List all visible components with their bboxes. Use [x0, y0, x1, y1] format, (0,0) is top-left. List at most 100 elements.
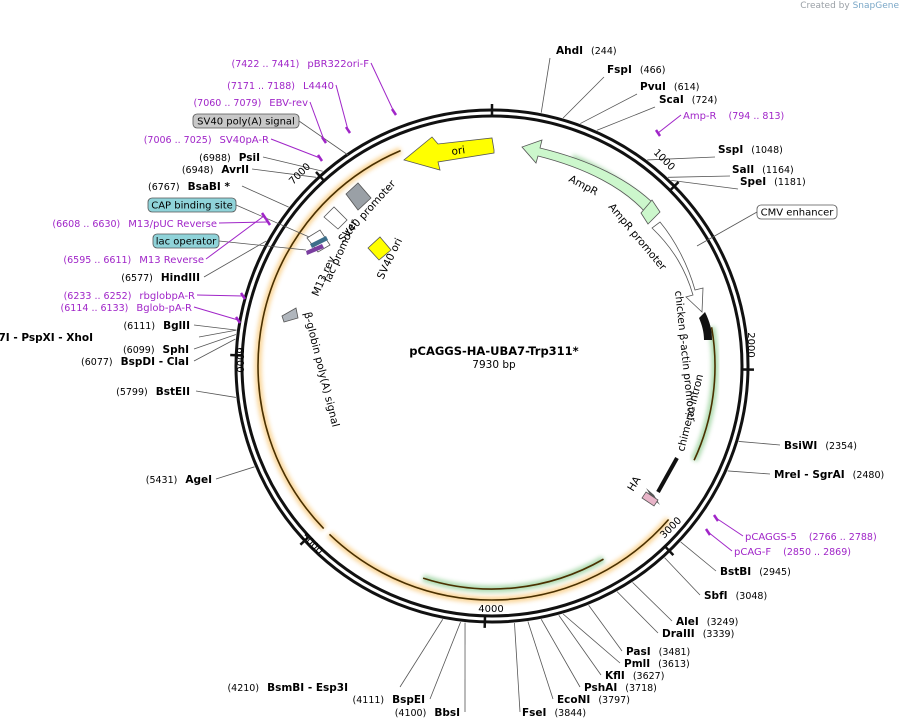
enzyme-label: ScaI(724) [659, 94, 717, 106]
enzyme-name: BsaBI * [188, 181, 231, 193]
enzyme-position: (3481) [659, 647, 691, 658]
enzyme-label: MreI - SgrAI(2480) [774, 469, 884, 481]
primer-mark [344, 126, 352, 134]
connector-line [218, 240, 307, 251]
enzyme-label: (6099)SphI [123, 344, 189, 356]
primer-mark [260, 212, 268, 220]
enzyme-name: AvrII [221, 164, 249, 176]
enzyme-position: (3613) [658, 659, 690, 670]
enzyme-position: (1181) [774, 177, 806, 188]
credit-prefix: Created by [800, 1, 850, 11]
enzyme-name: PshAI [584, 682, 617, 694]
cmv-enhancer-arrow [651, 221, 704, 313]
enzyme-position: (6577) [121, 273, 153, 284]
connector-line [193, 334, 237, 350]
sv40-ori-feature: SV40 ori [367, 236, 405, 281]
connector-line [580, 93, 638, 124]
primer-position: (6114 .. 6133) [61, 303, 129, 314]
enzyme-name: EcoNI [557, 694, 590, 706]
connector-line [738, 441, 781, 446]
enzyme-name: BbsI [434, 707, 460, 719]
primer-position: (7171 .. 7188) [227, 81, 295, 92]
connector-line [203, 240, 267, 278]
connector-line [429, 621, 461, 700]
enzyme-label: KflI(3627) [605, 670, 664, 682]
primer-label: (7171 .. 7188)L4440 [227, 81, 334, 92]
primer-mark [320, 136, 328, 144]
enzyme-name: DraIII [662, 628, 695, 640]
enzyme-name: SphI [163, 344, 189, 356]
primer-position: (7060 .. 7079) [193, 98, 261, 109]
enzyme-label: (6577)HindIII [121, 272, 200, 284]
primer-name: M13 Reverse [139, 255, 204, 266]
enzyme-position: (3048) [736, 591, 768, 602]
enzyme-label: (5799)BstEII [116, 386, 190, 398]
enzyme-name: PsiI [239, 152, 260, 164]
enzyme-name: BsmBI - Esp3I [267, 682, 348, 694]
primer-position: (7422 .. 7441) [232, 59, 300, 70]
primer-label: (7006 .. 7025)SV40pA-R [144, 135, 269, 146]
enzyme-position: (2945) [759, 567, 791, 578]
connector-line [527, 621, 554, 700]
enzyme-label: (6988)PsiI [199, 152, 260, 164]
enzyme-label: (6100)PaeR7I - PspXI - XhoI [0, 332, 93, 344]
tick-label: 6000 [234, 347, 245, 372]
primer-label: (6595 .. 6611)M13 Reverse [63, 255, 204, 266]
enzyme-position: (3718) [625, 683, 657, 694]
tick-mark [669, 181, 680, 192]
ampr-promoter-feature: AmpR promoter [606, 199, 669, 273]
primer-mark [316, 154, 324, 162]
orf-green-right [693, 327, 716, 461]
primer-label: Amp-R(794 .. 813) [683, 111, 784, 122]
tick-label: 5000 [299, 531, 325, 557]
lac-promoter-feature: lac promoter M13 rev [306, 217, 360, 298]
primer-position: (6233 .. 6252) [64, 291, 132, 302]
connector-line [664, 557, 701, 596]
ori-label: ori [451, 144, 466, 158]
connector-line [667, 175, 731, 178]
primer-mark [704, 528, 712, 536]
primer-position: (6608 .. 6630) [52, 219, 120, 230]
enzyme-label: DraIII(3339) [662, 628, 734, 640]
orf-green-bottom [422, 558, 604, 590]
enzyme-name: PaeR7I - PspXI - XhoI [0, 332, 93, 344]
connector-line [193, 324, 237, 331]
primer-name: pCAGGS-5 [745, 532, 797, 543]
tick-mark [299, 535, 311, 546]
ampr-feature: AmpR [521, 139, 656, 214]
feature-box-label: lac operator [156, 237, 217, 248]
enzyme-position: (6948) [182, 165, 214, 176]
primer-position: (2850 .. 2869) [783, 547, 851, 558]
enzyme-position: (4100) [395, 708, 427, 719]
primer-label: (7060 .. 7079)EBV-rev [193, 98, 308, 109]
connector-line [241, 185, 289, 208]
enzyme-position: (6111) [123, 321, 155, 332]
enzyme-position: (724) [692, 95, 718, 106]
enzyme-label: BstBI(2945) [720, 566, 791, 578]
enzyme-name: FspI [607, 64, 632, 76]
tick-label: 7000 [287, 161, 313, 187]
primer-name: Bglob-pA-R [136, 303, 192, 314]
enzyme-label: (4210)BsmBI - Esp3I [227, 682, 348, 694]
enzyme-position: (4111) [353, 695, 385, 706]
enzyme-name: BstEII [156, 386, 190, 398]
enzyme-label: SbfI(3048) [704, 590, 767, 602]
primer-connector [193, 306, 239, 321]
connector-line [399, 619, 444, 688]
primer-label: (6608 .. 6630)M13/pUC Reverse [52, 219, 217, 230]
enzyme-label: (4100) BbsI [395, 707, 460, 719]
enzyme-position: (2480) [853, 470, 885, 481]
enzyme-name: AhdI [556, 45, 583, 57]
enzyme-label: PshAI (3718) [584, 682, 657, 694]
enzyme-label: EcoNI(3797) [557, 694, 630, 706]
connector-line [540, 619, 581, 688]
enzyme-name: AgeI [185, 474, 212, 486]
primer-mark [239, 292, 247, 300]
connector-line [215, 466, 255, 480]
enzyme-position: (466) [640, 65, 666, 76]
connector-line [632, 582, 673, 622]
primer-position: (7006 .. 7025) [144, 135, 212, 146]
enzyme-name: SalI [732, 164, 754, 176]
tick-label: 2000 [745, 332, 756, 357]
